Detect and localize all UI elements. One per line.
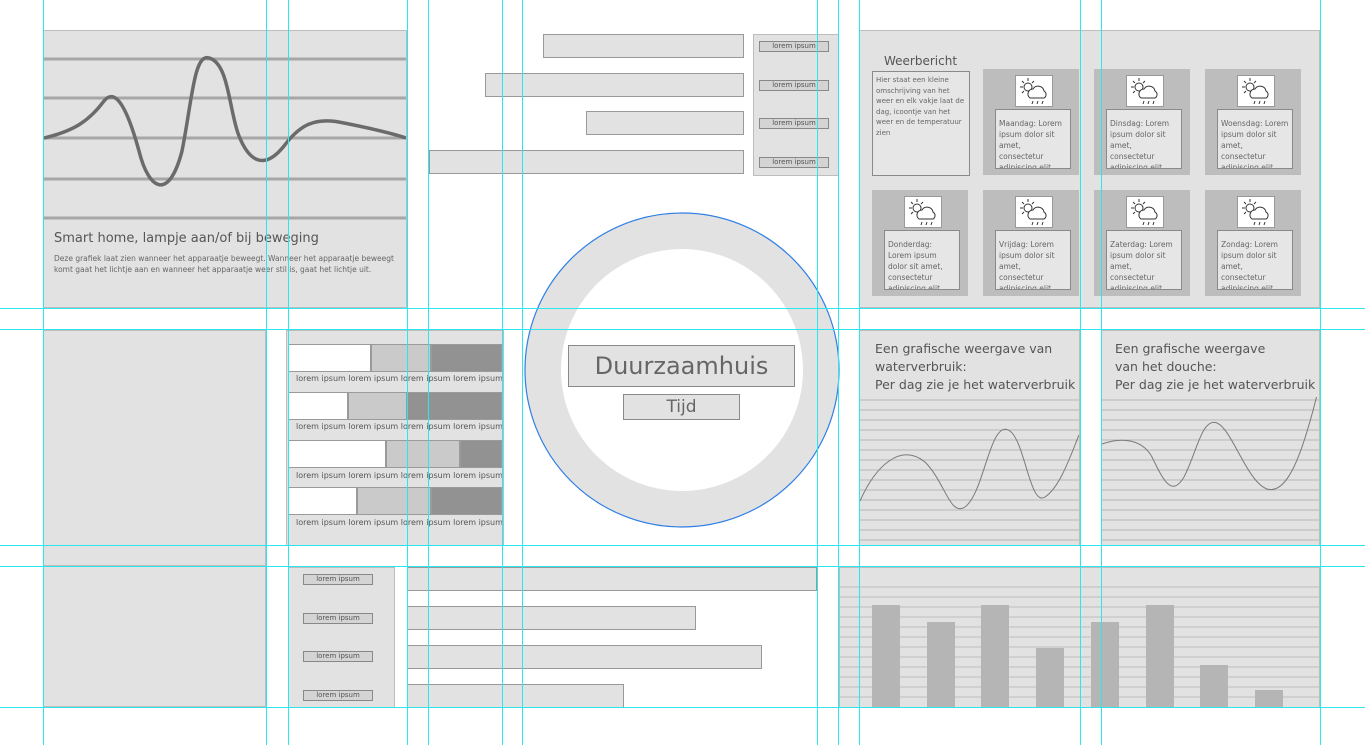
- tijd-button[interactable]: Tijd: [623, 394, 740, 420]
- stacked-bar-3: [288, 440, 502, 468]
- weather-card-saturday: Zaterdag: Lorem ipsum dolor sit amet, co…: [1094, 190, 1190, 296]
- motion-line: [44, 56, 406, 187]
- stacked-bar-label-2: lorem ipsum lorem ipsum lorem ipsum lore…: [296, 422, 503, 431]
- weather-text-thursday: Donderdag: Lorem ipsum dolor sit amet, c…: [884, 230, 960, 290]
- weather-intro: Hier staat een kleine omschrijving van h…: [872, 71, 970, 176]
- bar-chart-bar: [1146, 605, 1174, 707]
- shower-usage-line-chart: [1102, 397, 1319, 541]
- sun-cloud-rain-icon: [1237, 196, 1275, 228]
- shower-usage-line-1: Een grafische weergave: [1115, 341, 1266, 356]
- left-placeholder-middle: [43, 330, 266, 566]
- shower-usage-line-2: van het douche:: [1115, 359, 1217, 374]
- smart-home-description: Deze grafiek laat zien wanneer het appar…: [54, 254, 394, 274]
- left-placeholder-bottom: [43, 566, 266, 707]
- bottom-chip-list: [288, 567, 395, 708]
- guide-line: [1101, 0, 1102, 745]
- guide-line: [43, 0, 44, 745]
- guide-line: [522, 0, 523, 745]
- guide-line: [1080, 0, 1081, 745]
- center-ring: [524, 212, 840, 528]
- sun-cloud-rain-icon: [1126, 196, 1164, 228]
- stacked-bar-1: [288, 344, 502, 372]
- weather-card-friday: Vrijdag: Lorem ipsum dolor sit amet, con…: [983, 190, 1079, 296]
- guide-line: [0, 329, 1365, 330]
- guide-line: [0, 308, 1365, 309]
- top-bar-2: [485, 73, 744, 97]
- stacked-bar-label-3: lorem ipsum lorem ipsum lorem ipsum lore…: [296, 471, 503, 480]
- shower-usage-line: [1102, 397, 1318, 491]
- weather-text-monday: Maandag: Lorem ipsum dolor sit amet, con…: [995, 109, 1071, 169]
- water-usage-line: [860, 428, 1079, 510]
- bar-chart-bar: [1091, 622, 1119, 707]
- guide-line: [1320, 0, 1321, 745]
- stacked-bar-4: [288, 487, 502, 515]
- top-chip-4[interactable]: lorem ipsum: [759, 157, 829, 168]
- bar-chart-bar: [1036, 648, 1064, 707]
- weather-card-thursday: Donderdag: Lorem ipsum dolor sit amet, c…: [872, 190, 968, 296]
- water-usage-line-2: waterverbruik:: [875, 359, 967, 374]
- bar-chart-grid: [840, 586, 1319, 698]
- guide-line: [0, 566, 1365, 567]
- app-title: Duurzaamhuis: [568, 345, 795, 387]
- stacked-bar-label-4: lorem ipsum lorem ipsum lorem ipsum lore…: [296, 518, 503, 527]
- bar-chart-bar: [1200, 665, 1228, 707]
- guide-line: [502, 0, 503, 745]
- weather-title: Weerbericht: [884, 54, 958, 68]
- top-chip-2[interactable]: lorem ipsum: [759, 80, 829, 91]
- bar-chart-bar: [1255, 690, 1283, 707]
- guide-line: [859, 0, 860, 745]
- weather-text-sunday: Zondag: Lorem ipsum dolor sit amet, cons…: [1217, 230, 1293, 290]
- sun-cloud-rain-icon: [904, 196, 942, 228]
- weather-text-saturday: Zaterdag: Lorem ipsum dolor sit amet, co…: [1106, 230, 1182, 290]
- bottom-chip-3[interactable]: lorem ipsum: [303, 651, 373, 662]
- top-bar-1: [543, 34, 744, 58]
- bottom-bar-1: [407, 567, 817, 591]
- bottom-chip-2[interactable]: lorem ipsum: [303, 613, 373, 624]
- bottom-chip-1[interactable]: lorem ipsum: [303, 574, 373, 585]
- bottom-bar-2: [407, 606, 696, 630]
- stacked-bar-2: [288, 392, 502, 420]
- weather-text-tuesday: Dinsdag: Lorem ipsum dolor sit amet, con…: [1106, 109, 1182, 169]
- water-usage-line-3: Per dag zie je het waterverbruik: [875, 377, 1076, 392]
- sun-cloud-rain-icon: [1237, 75, 1275, 107]
- water-usage-panel: Een grafische weergave van waterverbruik…: [859, 330, 1080, 546]
- guide-line: [266, 0, 267, 745]
- bar-chart-bar: [872, 605, 900, 707]
- motion-line-chart: [44, 56, 406, 220]
- top-chip-1[interactable]: lorem ipsum: [759, 41, 829, 52]
- guide-line: [0, 545, 1365, 546]
- weather-card-sunday: Zondag: Lorem ipsum dolor sit amet, cons…: [1205, 190, 1301, 296]
- guide-line: [838, 0, 839, 745]
- sun-cloud-rain-icon: [1126, 75, 1164, 107]
- bar-chart-panel: [839, 567, 1320, 708]
- water-usage-line-1: Een grafische weergave van: [875, 341, 1053, 356]
- weather-card-tuesday: Dinsdag: Lorem ipsum dolor sit amet, con…: [1094, 69, 1190, 175]
- top-chip-3[interactable]: lorem ipsum: [759, 118, 829, 129]
- weather-card-monday: Maandag: Lorem ipsum dolor sit amet, con…: [983, 69, 1079, 175]
- top-chip-list: [753, 34, 839, 176]
- guide-line: [288, 0, 289, 745]
- water-usage-line-chart: [860, 399, 1079, 541]
- bar-chart-bar: [981, 605, 1009, 707]
- bottom-chip-4[interactable]: lorem ipsum: [303, 690, 373, 701]
- weather-text-friday: Vrijdag: Lorem ipsum dolor sit amet, con…: [995, 230, 1071, 290]
- sun-cloud-rain-icon: [1015, 196, 1053, 228]
- shower-usage-panel: Een grafische weergave van het douche: P…: [1101, 330, 1320, 546]
- stacked-bar-label-1: lorem ipsum lorem ipsum lorem ipsum lore…: [296, 374, 503, 383]
- bar-chart-bar: [927, 622, 955, 707]
- top-bar-4: [429, 150, 744, 174]
- guide-line: [0, 707, 1365, 708]
- weather-card-wednesday: Woensdag: Lorem ipsum dolor sit amet, co…: [1205, 69, 1301, 175]
- smart-home-panel: Smart home, lampje aan/of bij beweging D…: [43, 30, 407, 308]
- guide-line: [428, 0, 429, 745]
- smart-home-title: Smart home, lampje aan/of bij beweging: [54, 231, 319, 246]
- weather-text-wednesday: Woensdag: Lorem ipsum dolor sit amet, co…: [1217, 109, 1293, 169]
- shower-usage-line-3: Per dag zie je het waterverbruik: [1115, 377, 1316, 392]
- top-bar-3: [586, 111, 744, 135]
- bottom-bar-4: [407, 684, 624, 708]
- guide-line: [407, 0, 408, 745]
- bottom-bar-3: [407, 645, 762, 669]
- guide-line: [817, 0, 818, 745]
- sun-cloud-rain-icon: [1015, 75, 1053, 107]
